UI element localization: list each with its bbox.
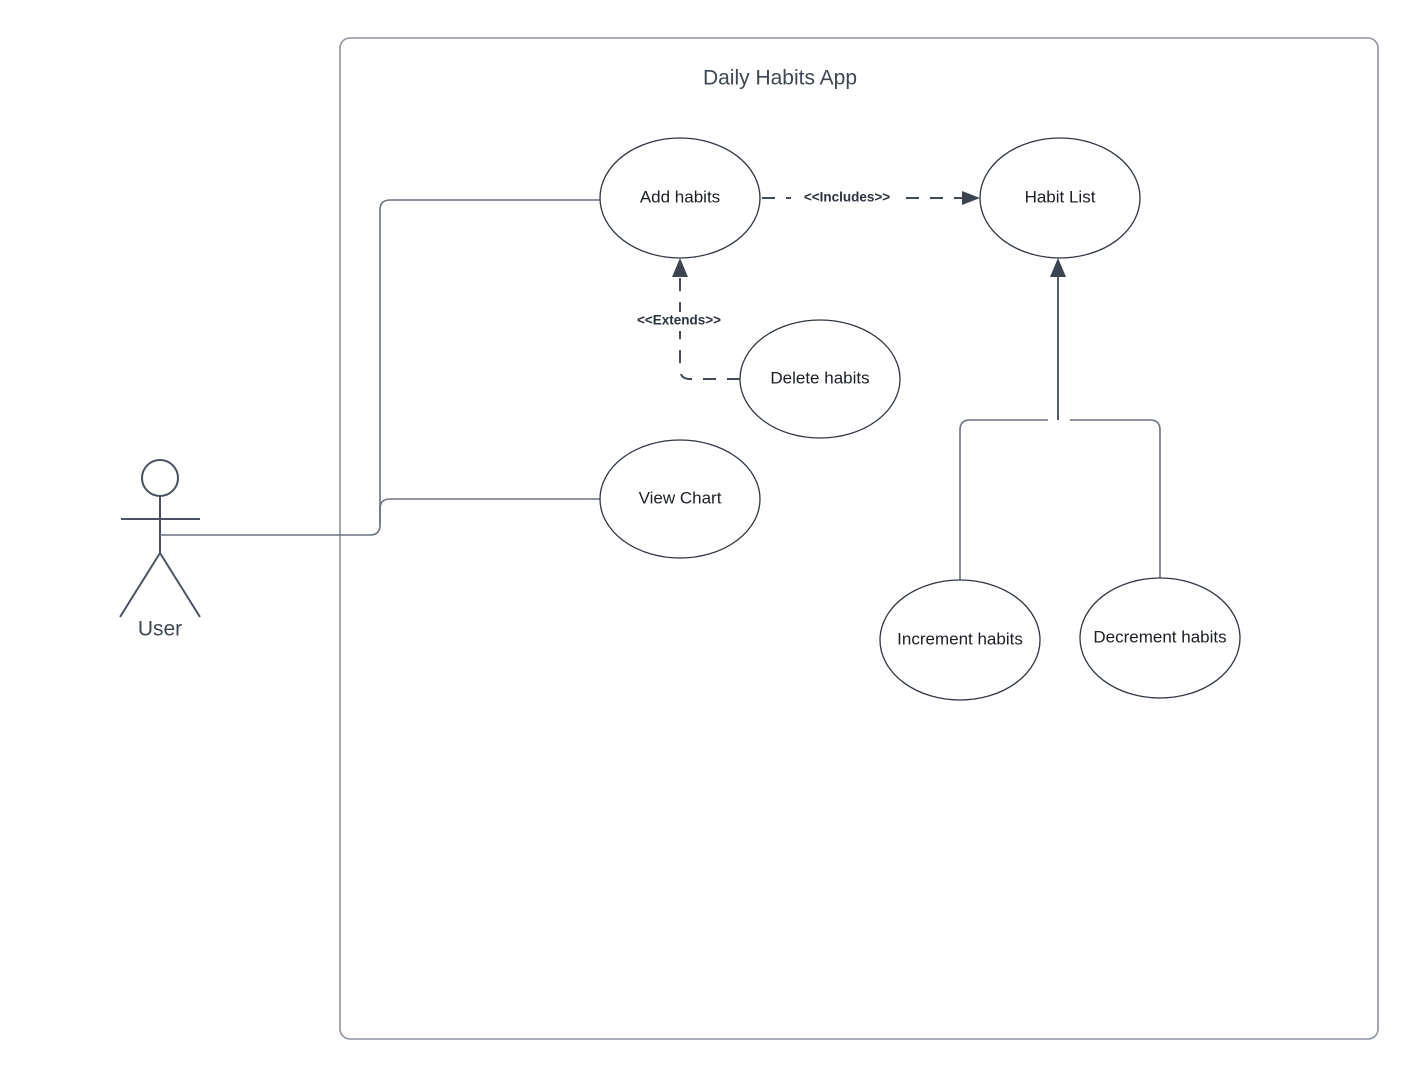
association-user-to-view-chart[interactable]	[379, 498, 600, 525]
use-case-decrement-habits[interactable]: Decrement habits	[1079, 577, 1241, 699]
actor-user[interactable]: User	[119, 459, 201, 641]
extend-dashed-elbow-line	[679, 272, 740, 380]
use-case-habit-list[interactable]: Habit List	[979, 137, 1141, 259]
association-decrement-to-bar[interactable]	[1070, 419, 1161, 578]
include-arrowhead-icon	[962, 191, 980, 205]
actor-user-label: User	[138, 618, 182, 641]
use-case-habit-list-label: Habit List	[1025, 187, 1096, 206]
use-case-ellipse	[599, 439, 761, 559]
use-case-ellipse	[879, 579, 1041, 701]
habit-list-arrowhead-icon	[1050, 258, 1066, 277]
use-case-increment-habits[interactable]: Increment habits	[879, 579, 1041, 701]
association-user-to-add-habits[interactable]	[160, 199, 600, 536]
use-case-add-habits[interactable]: Add habits	[599, 137, 761, 259]
actor-right-leg-line	[159, 552, 201, 618]
include-stereotype-label: <<Includes>>	[804, 190, 890, 205]
use-case-ellipse	[1079, 577, 1241, 699]
relationship-increment-decrement-to-list[interactable]	[959, 258, 1161, 580]
relationship-include-add-to-list[interactable]: <<Includes>>	[762, 189, 980, 208]
use-case-delete-habits-label: Delete habits	[770, 368, 869, 387]
use-case-view-chart[interactable]: View Chart	[599, 439, 761, 559]
system-boundary-box	[339, 37, 1379, 1040]
extend-arrowhead-icon	[672, 258, 688, 277]
system-title: Daily Habits App	[703, 67, 857, 90]
use-case-increment-habits-label: Increment habits	[897, 629, 1023, 648]
include-label-backdrop	[791, 189, 903, 208]
association-increment-to-bar[interactable]	[959, 419, 1048, 580]
use-case-delete-habits[interactable]: Delete habits	[739, 319, 901, 439]
use-case-add-habits-label: Add habits	[640, 187, 720, 206]
relationship-extend-delete-to-add[interactable]: <<Extends>>	[625, 258, 740, 380]
use-case-view-chart-label: View Chart	[639, 488, 722, 507]
actor-left-leg-line	[119, 552, 161, 618]
use-case-decrement-habits-label: Decrement habits	[1093, 627, 1226, 646]
actor-head-icon	[141, 459, 179, 497]
extend-label-backdrop	[625, 312, 735, 331]
extend-stereotype-label: <<Extends>>	[637, 313, 721, 328]
